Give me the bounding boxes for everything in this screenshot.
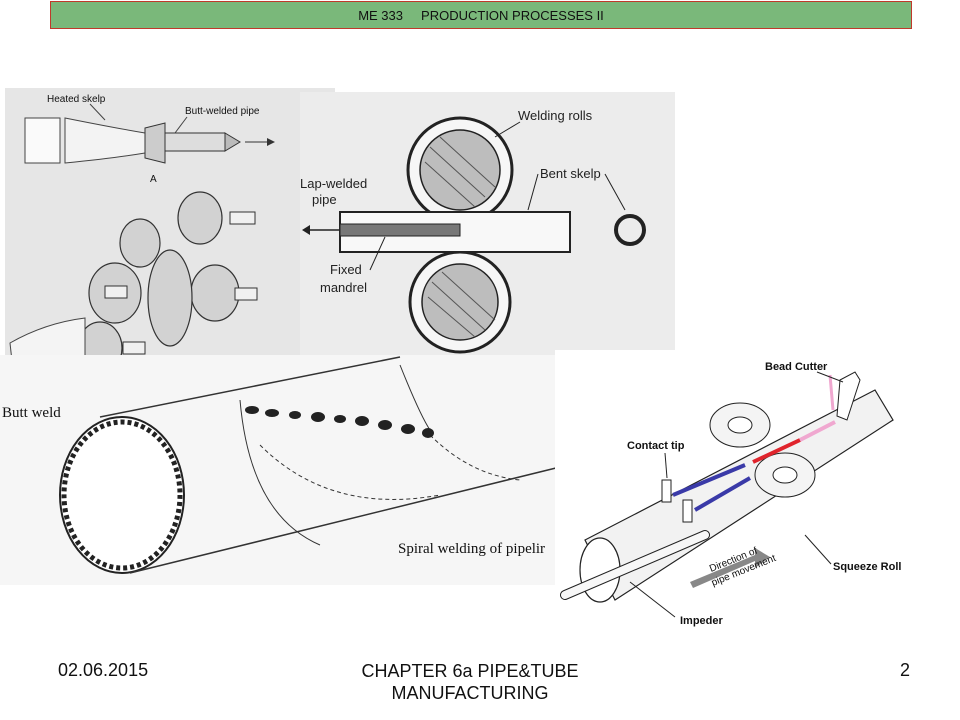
- footer-page-number: 2: [899, 660, 910, 680]
- label-mandrel: mandrel: [320, 280, 367, 295]
- footer-date: 02.06.2015: [58, 660, 149, 680]
- butt-welding-figure: Heated skelp Butt-welded pipe A B: [5, 88, 335, 390]
- label-heated-skelp: Heated skelp: [47, 94, 106, 105]
- footer-title: CHAPTER 6a PIPE&TUBE MANUFACTURING: [320, 660, 620, 704]
- lap-welding-figure: Welding rolls Lap-welded pipe Bent skelp…: [300, 92, 675, 357]
- label-fixed: Fixed: [330, 262, 362, 277]
- label-a: A: [150, 174, 157, 185]
- slide-header: ME 333 PRODUCTION PROCESSES II: [50, 1, 912, 29]
- header-title: ME 333 PRODUCTION PROCESSES II: [358, 7, 604, 23]
- label-squeeze-roll: Squeeze Roll: [833, 561, 901, 573]
- label-contact-tip: Contact tip: [627, 440, 685, 452]
- label-butt-weld: Butt weld: [2, 405, 61, 421]
- label-welding-rolls: Welding rolls: [518, 108, 593, 123]
- label-pipe: pipe: [312, 192, 337, 207]
- spiral-welding-figure: Butt weld Spiral welding of pipelir: [0, 355, 570, 585]
- footer-title-line1: CHAPTER 6a PIPE&TUBE: [361, 661, 579, 681]
- label-lap-welded: Lap-welded: [300, 176, 367, 191]
- spiral-caption: Spiral welding of pipelir: [398, 541, 545, 557]
- erw-figure: Direction of pipe movement Bead Cutter C…: [555, 350, 925, 635]
- label-butt-welded-pipe: Butt-welded pipe: [185, 106, 260, 117]
- label-impeder: Impeder: [680, 615, 724, 627]
- label-bent-skelp: Bent skelp: [540, 166, 601, 181]
- footer-title-line2: MANUFACTURING: [391, 683, 549, 703]
- label-bead-cutter: Bead Cutter: [765, 361, 828, 373]
